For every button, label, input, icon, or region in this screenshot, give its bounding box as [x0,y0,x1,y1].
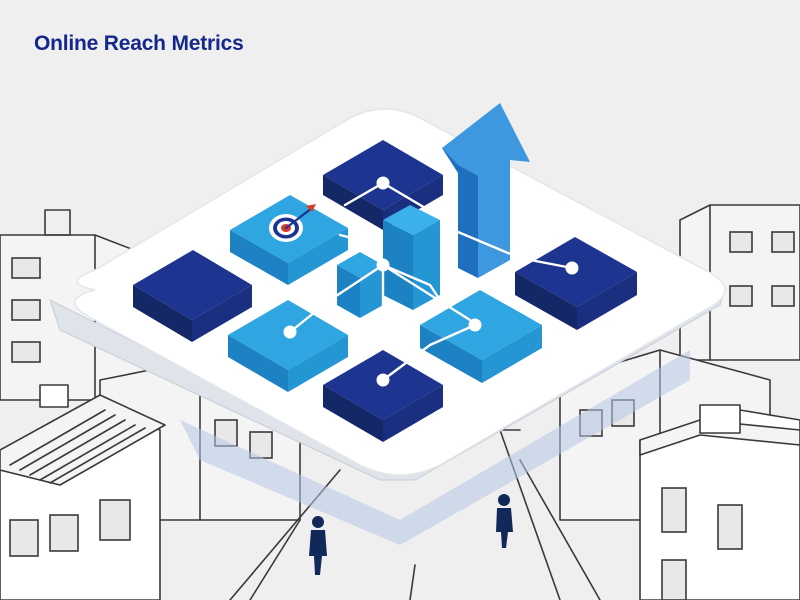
platform-shadow [180,350,690,545]
block-dark-top [323,140,443,230]
block-light-center [337,252,383,318]
target-icon [269,204,316,242]
building-right-back [679,204,800,361]
pedestrian-left [309,516,327,575]
building-left-front [0,384,166,600]
page-title: Online Reach Metrics [34,32,244,55]
network-nodes [283,176,579,387]
growth-arrow-icon [442,103,530,278]
pedestrian-right [496,494,513,548]
block-dark-left [133,250,252,342]
building-right-front [639,404,800,600]
